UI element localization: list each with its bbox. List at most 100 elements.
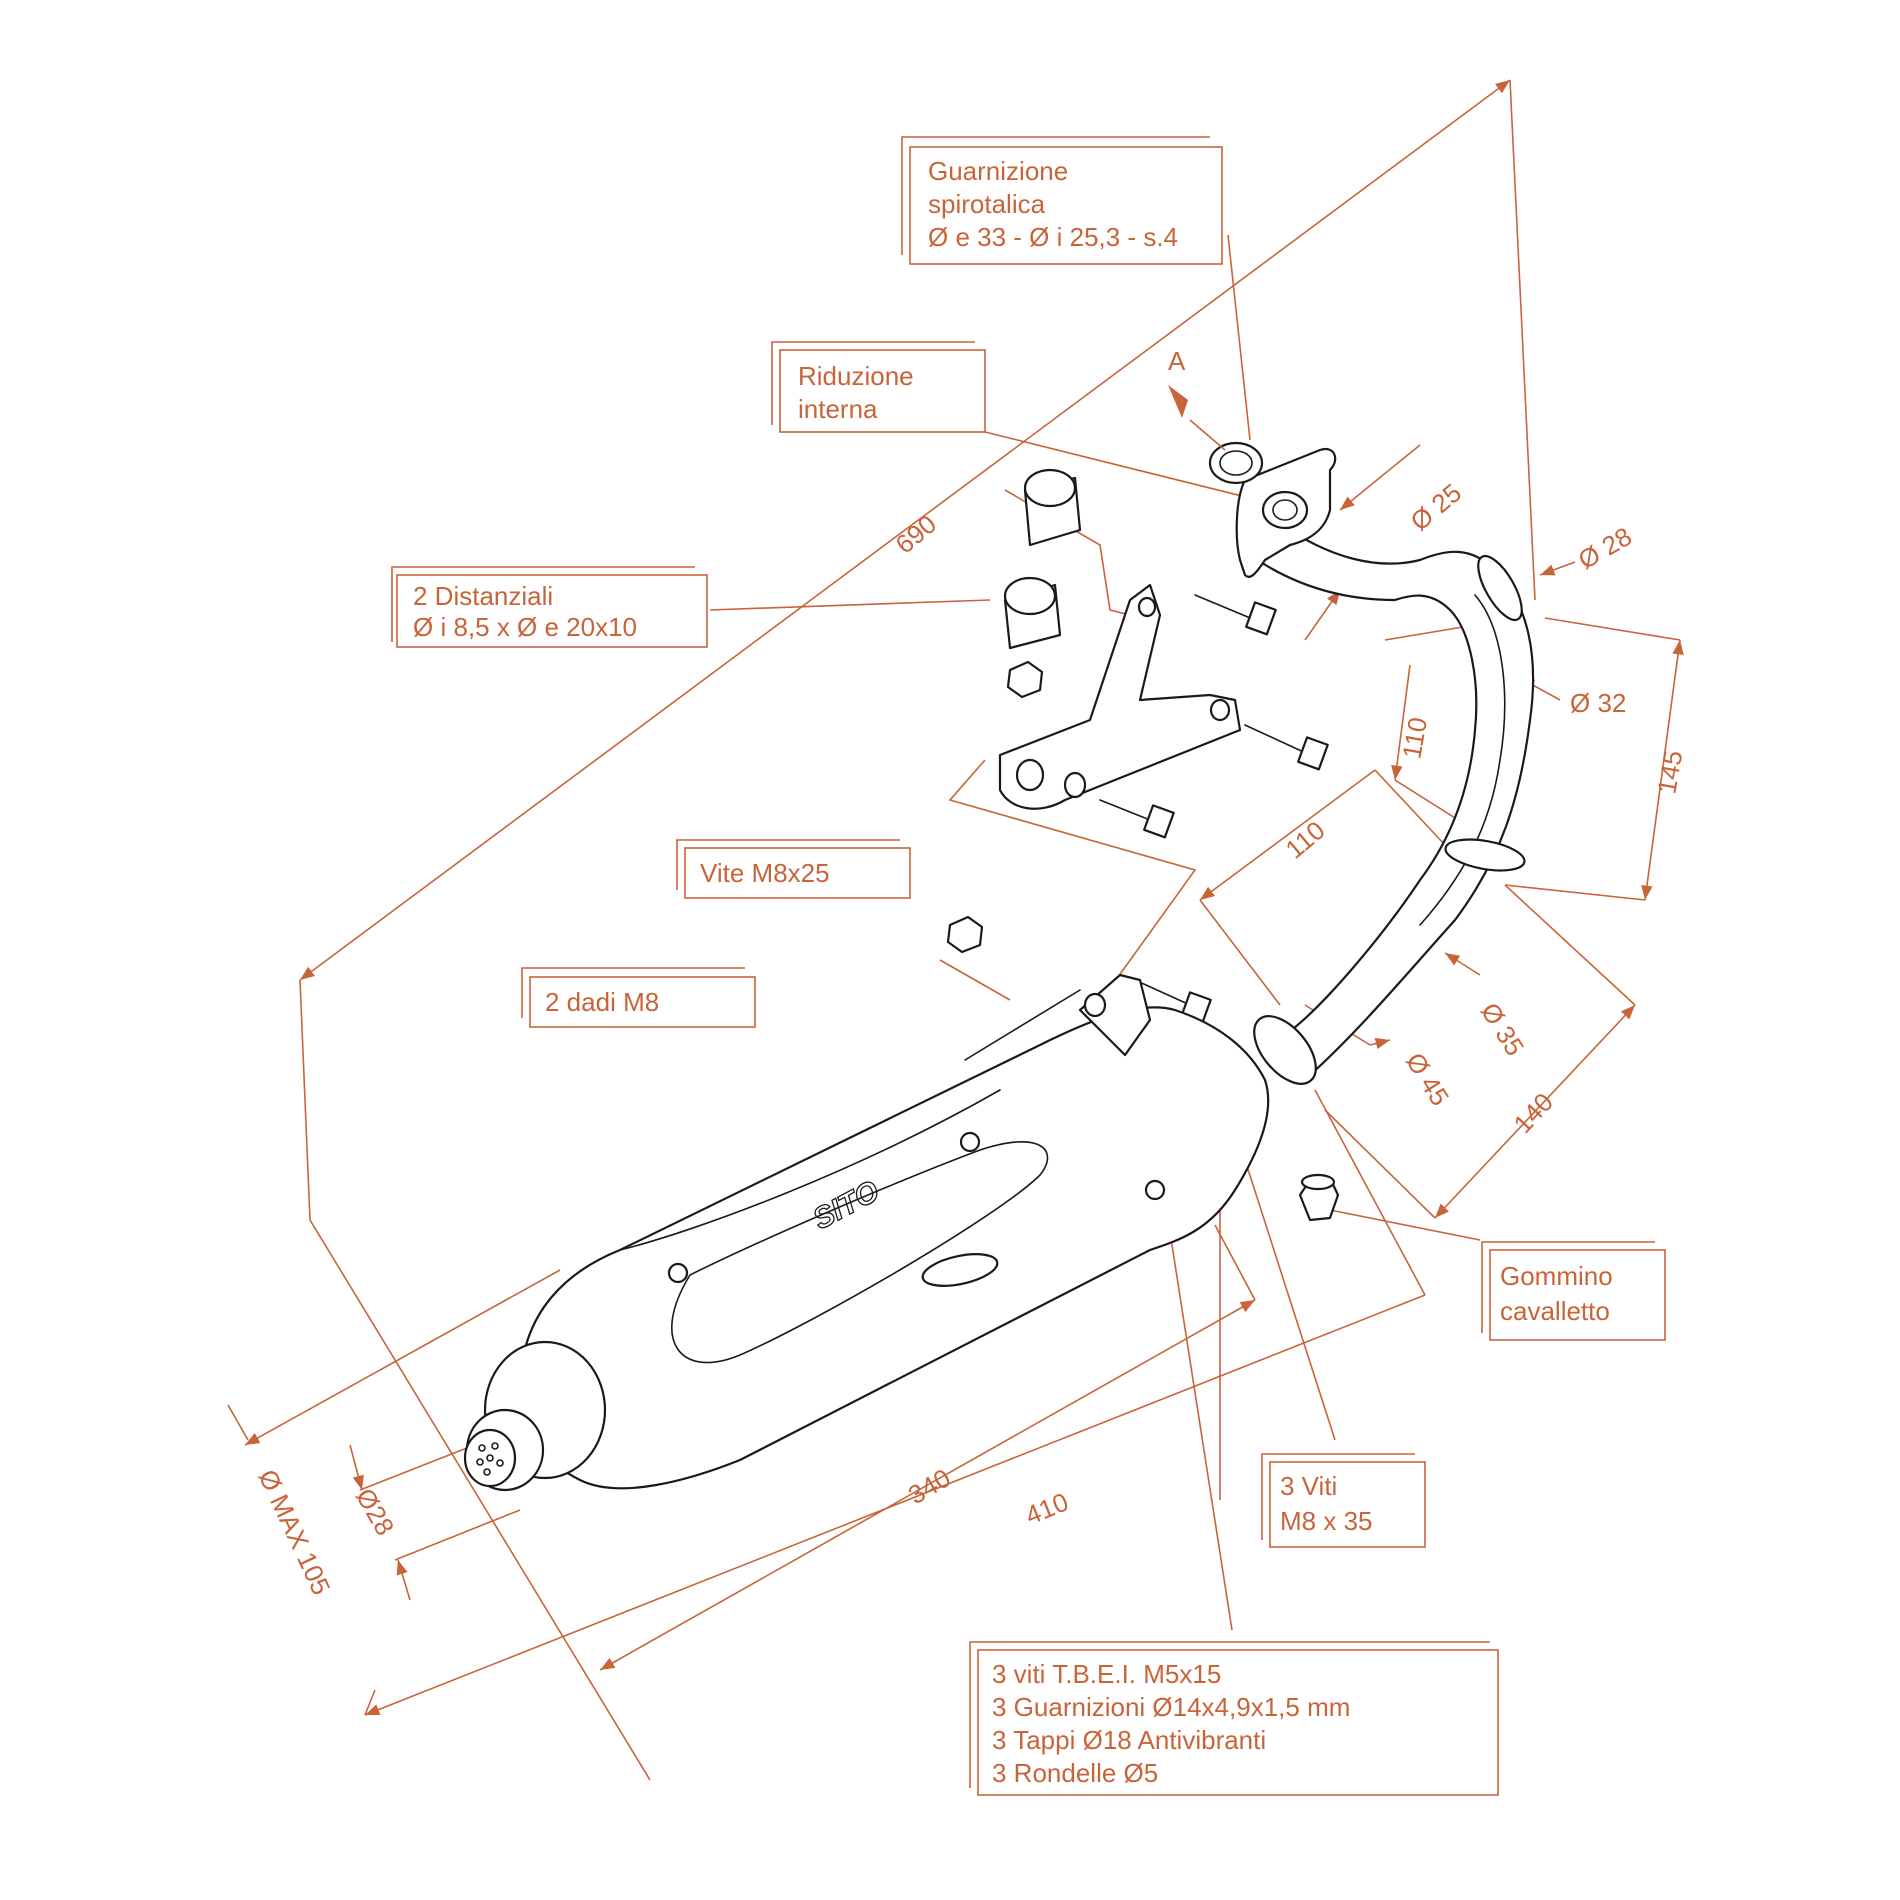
spiral-gasket [1208, 441, 1264, 485]
spacer-bottom-face [1003, 576, 1057, 616]
dim-35-arrow [1444, 952, 1481, 976]
label-kit-shadow [969, 1641, 1490, 1788]
label-gasket-line1: Guarnizione [928, 156, 1068, 186]
spacer-top-face [1023, 468, 1077, 508]
stand-rubber-top [1300, 1173, 1336, 1191]
leader-gasket [1227, 234, 1251, 441]
spiral-gasket-inner [1219, 450, 1253, 476]
dim-outlet-arrow1 [349, 1444, 364, 1491]
dim-110h-line [1199, 769, 1376, 901]
label-nuts: 2 dadi M8 [521, 967, 756, 1028]
dim-outlet-arrow2 [396, 1559, 411, 1601]
label-3viti-line2: M8 x 35 [1280, 1506, 1373, 1536]
dim-outlet-text: Ø28 [350, 1483, 401, 1541]
dim-410-tick [364, 1689, 376, 1716]
tab-strap [964, 989, 1081, 1061]
dim-410-text: 410 [1021, 1486, 1072, 1530]
label-gasket: Guarnizione spirotalica Ø e 33 - Ø i 25,… [901, 136, 1223, 265]
view-marker-arrow [1168, 385, 1188, 418]
bracket-hole-4 [1137, 596, 1157, 618]
dim-28-text: Ø 28 [1573, 521, 1637, 575]
silencer-body [518, 1006, 1270, 1490]
mount-bracket [998, 583, 1242, 810]
dim-340-text: 340 [903, 1463, 956, 1511]
label-spacers-box [396, 574, 708, 648]
dim-28-arrow [1539, 561, 1576, 576]
label-gasket-line3: Ø e 33 - Ø i 25,3 - s.4 [928, 222, 1178, 252]
dim-110h-ext2 [1199, 899, 1281, 1006]
label-spacers-shadow [391, 566, 695, 642]
leader-rubber [1329, 1209, 1481, 1241]
label-reducer-box [779, 349, 986, 433]
dim-140-line [1434, 1004, 1636, 1219]
label-3viti-line1: 3 Viti [1280, 1471, 1337, 1501]
dim-140-ext [1504, 884, 1636, 1006]
label-nuts-box [529, 976, 756, 1028]
leader-lines [709, 234, 1481, 1631]
side-vent [921, 1253, 999, 1287]
dim-690-line [299, 79, 1511, 981]
label-kit-line1: 3 viti T.B.E.I. M5x15 [992, 1659, 1221, 1689]
dim-25-text: Ø 25 [1405, 477, 1467, 536]
label-stand-rubber: Gommino cavalletto [1481, 1241, 1666, 1341]
flange-hole [1261, 490, 1309, 530]
dim-max-text: Ø MAX 105 [253, 1465, 337, 1599]
dim-340-line [599, 1299, 1256, 1671]
dim-145-text: 145 [1651, 748, 1688, 796]
bracket-hole-3 [1209, 698, 1231, 722]
dim-outlet-ext2 [394, 1509, 521, 1561]
silencer-body-ridge [619, 1089, 1001, 1251]
dim-max-tick [227, 1404, 249, 1441]
leader-screw [948, 759, 1197, 996]
tailpipe-holes [476, 1442, 504, 1476]
exhaust-parts: SITO [463, 385, 1535, 1492]
flange-hole-inner [1272, 499, 1298, 521]
label-screw-text: Vite M8x25 [700, 858, 830, 888]
body-screw-3 [667, 1262, 689, 1284]
label-spacers-line1: 2 Distanziali [413, 581, 553, 611]
pipe-to-silencer-joint [1253, 1015, 1317, 1085]
label-reducer-line2: interna [798, 394, 878, 424]
leader-spacers [709, 599, 991, 611]
label-spacers-line2: Ø i 8,5 x Ø e 20x10 [413, 612, 637, 642]
label-rubber-shadow [1481, 1241, 1655, 1333]
dim-410-ext [1314, 1089, 1426, 1296]
label-kit-line4: 3 Rondelle Ø5 [992, 1758, 1158, 1788]
body-screw-1 [959, 1131, 981, 1153]
label-nuts-shadow [521, 967, 745, 1018]
label-rubber-box [1489, 1249, 1666, 1341]
label-kit: 3 viti T.B.E.I. M5x15 3 Guarnizioni Ø14x… [969, 1641, 1499, 1796]
bracket-hole-1 [1015, 758, 1045, 792]
view-marker-line [1189, 419, 1226, 451]
bracket-hole-2 [1063, 771, 1087, 799]
label-reducer-shadow [771, 341, 975, 425]
dim-145-line [1641, 639, 1684, 901]
side-panel [671, 1141, 1049, 1364]
nut-lower [946, 915, 984, 954]
leader-reducer [984, 431, 1279, 506]
dim-110v-text: 110 [1396, 715, 1433, 761]
label-kit-line2: 3 Guarnizioni Ø14x4,9x1,5 mm [992, 1692, 1350, 1722]
dim-25-arrow2 [1304, 589, 1341, 641]
label-kit-line3: 3 Tappi Ø18 Antivibranti [992, 1725, 1266, 1755]
dim-110h-text: 110 [1280, 815, 1331, 865]
label-gasket-box [909, 146, 1223, 265]
dim-690-ext-right [1509, 79, 1536, 601]
dim-410-line [364, 1294, 1426, 1716]
dim-690-text: 690 [890, 509, 943, 560]
bolt-1 [1194, 594, 1277, 636]
dim-32-text: Ø 32 [1570, 688, 1626, 718]
dim-145-ext-bot [1504, 884, 1646, 901]
dim-25-arrow [1339, 444, 1421, 511]
dim-110v-ext-top [1384, 624, 1476, 641]
label-3viti-shadow [1261, 1453, 1415, 1540]
dim-45-arrow [1369, 1037, 1391, 1050]
label-3viti-box [1269, 1461, 1426, 1548]
tailpipe-inner [463, 1428, 517, 1488]
dim-110v-arrow [1391, 664, 1411, 781]
label-rubber-line1: Gommino [1500, 1261, 1613, 1291]
dim-340-ext [1214, 1224, 1256, 1301]
pipe-clamp-top [1477, 554, 1523, 622]
label-nuts-text: 2 dadi M8 [545, 987, 659, 1017]
